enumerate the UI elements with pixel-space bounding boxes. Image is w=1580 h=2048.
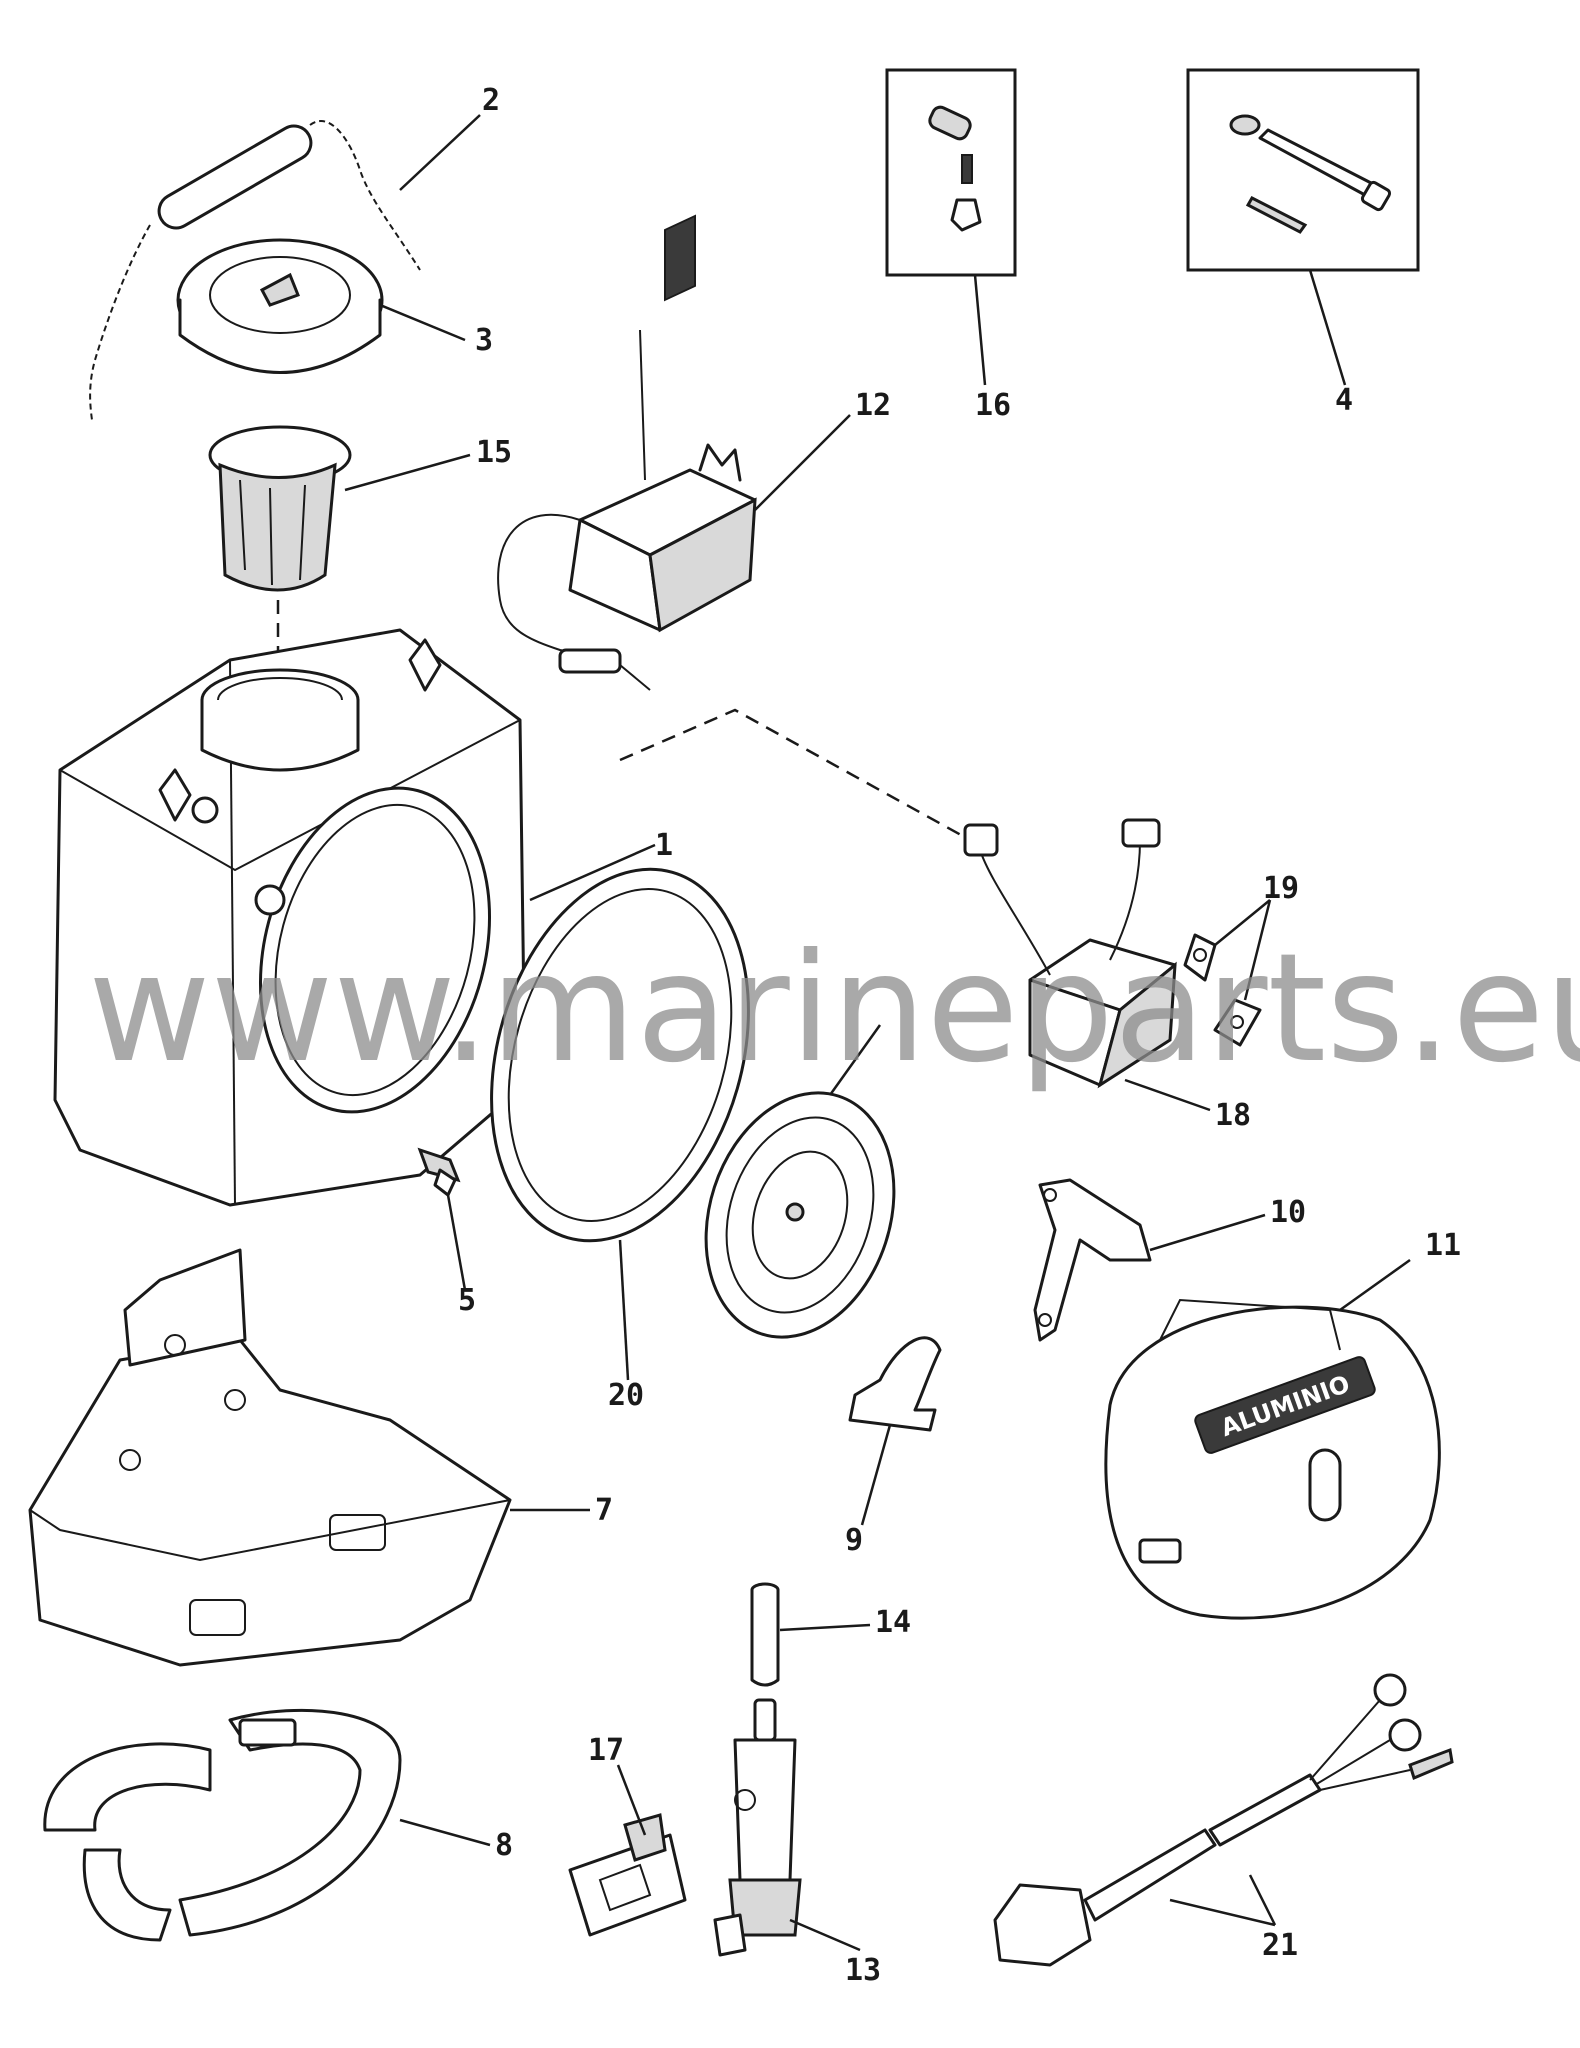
- leader-8: [399, 1818, 491, 1847]
- callout-1: 1: [655, 828, 673, 863]
- part-20-gasket: [490, 867, 750, 1243]
- part-8-straps: [43, 1708, 402, 1942]
- callout-14: 14: [875, 1605, 911, 1640]
- callout-18: 18: [1215, 1098, 1251, 1133]
- leader-17: [616, 1764, 647, 1836]
- callout-3: 3: [475, 323, 493, 358]
- callout-21: 21: [1262, 1928, 1298, 1963]
- leader-3: [379, 303, 466, 342]
- callout-12: 12: [855, 388, 891, 423]
- part-15-strainer: [208, 425, 352, 592]
- callout-16: 16: [975, 388, 1011, 423]
- leader-19: [1214, 899, 1272, 1001]
- leader-12: [754, 414, 851, 511]
- part-6-diaphragm: [704, 1091, 896, 1339]
- leader-21: [1169, 1874, 1277, 1927]
- part-2-grommet-chain: [89, 120, 421, 421]
- leader-2: [399, 114, 481, 191]
- leader-11: [1339, 1258, 1411, 1312]
- callout-13: 13: [845, 1953, 881, 1988]
- leader-13: [789, 1918, 861, 1952]
- part-1-oil-tank: [53, 628, 527, 1207]
- part-9-clip: [848, 1336, 942, 1432]
- part-4-hardware-box: [1186, 68, 1420, 272]
- part-16-kit-box: [885, 68, 1017, 277]
- leader-14: [779, 1623, 871, 1632]
- leader-4: [1308, 269, 1347, 386]
- part-5-screw: [417, 1147, 461, 1197]
- callout-19: 19: [1263, 871, 1299, 906]
- leader-1: [529, 843, 656, 902]
- callout-15: 15: [476, 435, 512, 470]
- part-10-bracket: [1033, 1178, 1152, 1342]
- leader-9: [860, 1424, 892, 1526]
- callout-7: 7: [595, 1493, 613, 1528]
- callout-11: 11: [1425, 1228, 1461, 1263]
- callout-17: 17: [588, 1733, 624, 1768]
- dash-pump-to-module: [619, 708, 971, 842]
- leader-5: [446, 1194, 467, 1291]
- part-21-wire-harness: [993, 1673, 1454, 1967]
- leader-20: [618, 1239, 630, 1381]
- callout-4: 4: [1335, 383, 1353, 418]
- leader-6: [828, 1024, 882, 1096]
- part-3-tank-cap: [176, 238, 384, 374]
- callout-9: 9: [845, 1523, 863, 1558]
- leader-15: [344, 453, 471, 492]
- part-7-tray: [28, 1248, 512, 1667]
- leader-10: [1149, 1213, 1266, 1252]
- leader-16: [973, 274, 987, 386]
- callout-5: 5: [458, 1283, 476, 1318]
- part-17-plate: [568, 1813, 687, 1937]
- callout-10: 10: [1270, 1195, 1306, 1230]
- part-19-brackets: [1183, 933, 1262, 1047]
- callout-2: 2: [482, 83, 500, 118]
- callout-8: 8: [495, 1828, 513, 1863]
- part-14-sleeve: [750, 1582, 780, 1687]
- callout-20: 20: [608, 1378, 644, 1413]
- part-12-pump-motor: [497, 214, 757, 691]
- watermark-text: www.marineparts.eu: [88, 922, 1580, 1096]
- part-18-electronic-module: [963, 818, 1177, 1089]
- part-13-fitting: [713, 1698, 802, 1957]
- part-11-cover: ALUMINIO: [1104, 1298, 1441, 1620]
- leader-18: [1124, 1078, 1211, 1112]
